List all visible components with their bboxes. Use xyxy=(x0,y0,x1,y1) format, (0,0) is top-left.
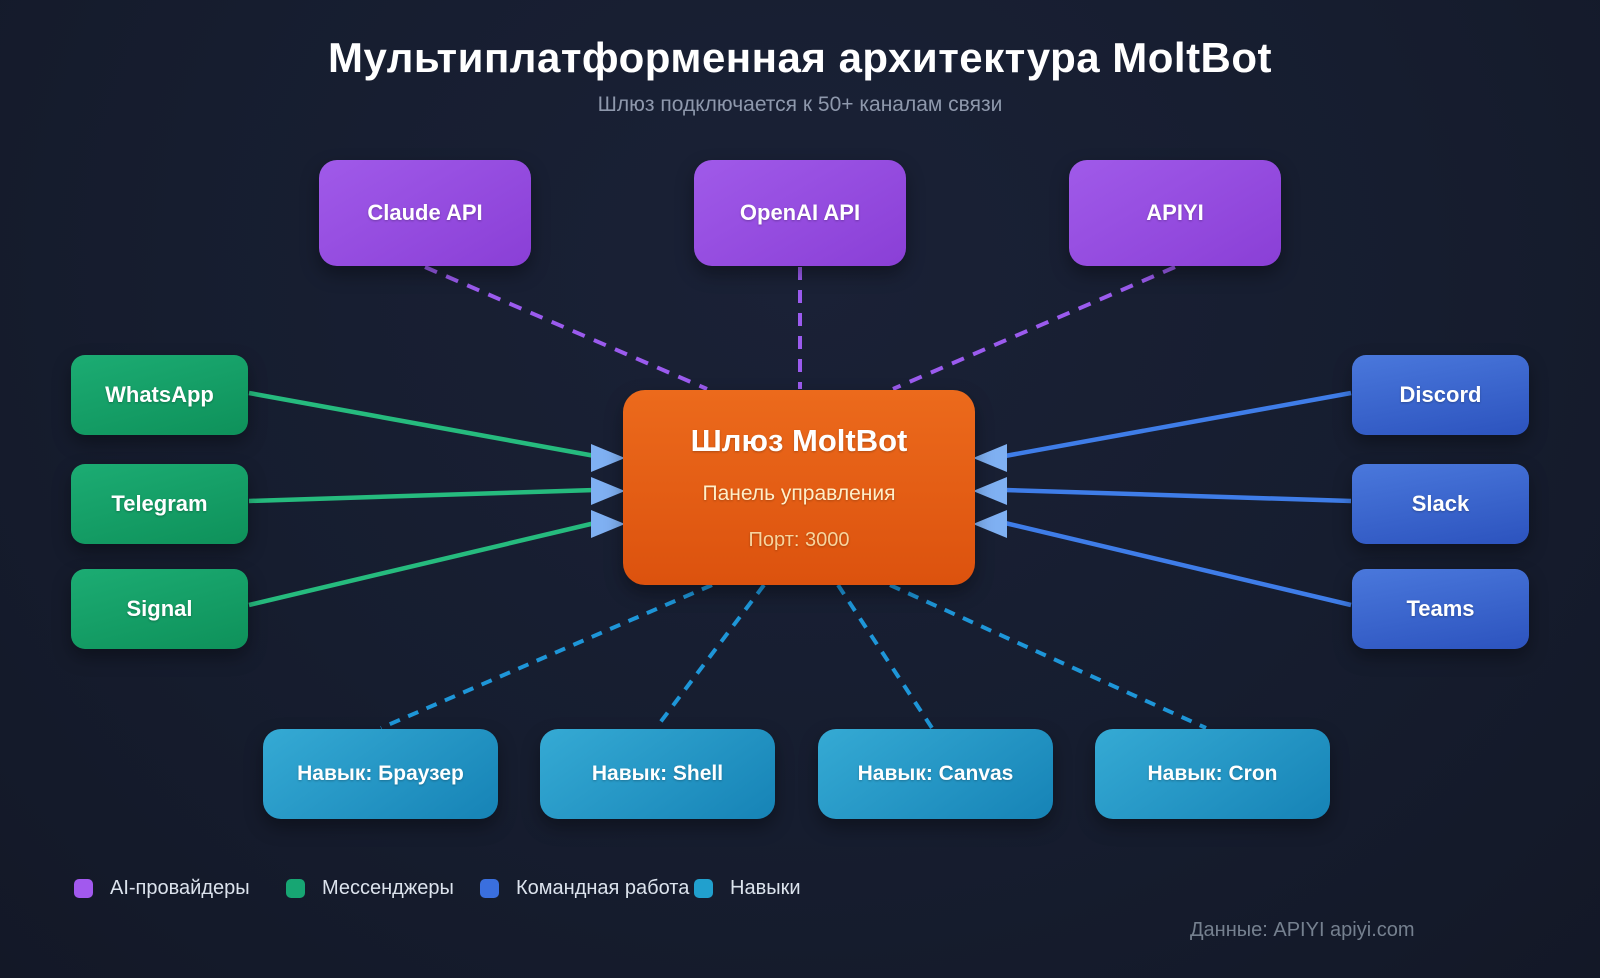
node-apiyi: APIYI xyxy=(1069,160,1281,266)
node-whatsapp: WhatsApp xyxy=(71,355,248,435)
legend-item-ai-providers: AI-провайдеры xyxy=(74,877,250,900)
connector-gateway-skill-shell xyxy=(654,583,766,730)
node-label: Teams xyxy=(1406,596,1475,621)
node-label: Навык: Браузер xyxy=(297,762,464,785)
legend-label: Командная работа xyxy=(516,877,690,899)
node-label: Навык: Canvas xyxy=(857,762,1014,785)
node-signal: Signal xyxy=(71,569,248,649)
connector-teams-gateway xyxy=(1004,520,1352,608)
node-slack: Slack xyxy=(1352,464,1529,544)
connector-claude-gateway xyxy=(424,265,708,391)
arrowhead-signal xyxy=(591,510,625,538)
legend-label: AI-провайдеры xyxy=(110,877,250,899)
attribution-text: Данные: APIYI apiyi.com xyxy=(1190,919,1415,941)
connector-signal-gateway xyxy=(248,520,596,608)
node-skill-shell: Навык: Shell xyxy=(540,729,775,819)
arrowhead-slack xyxy=(973,477,1007,505)
legend-swatch-green xyxy=(286,879,305,898)
node-skill-cron: Навык: Cron xyxy=(1095,729,1330,819)
node-telegram: Telegram xyxy=(71,464,248,544)
node-label: Навык: Cron xyxy=(1147,762,1278,785)
node-claude-api: Claude API xyxy=(319,160,531,266)
node-discord: Discord xyxy=(1352,355,1529,435)
legend-swatch-blue xyxy=(480,879,499,898)
node-label: OpenAI API xyxy=(739,200,861,225)
node-label: Claude API xyxy=(367,200,483,225)
node-label: Telegram xyxy=(111,491,208,516)
node-openai-api: OpenAI API xyxy=(694,160,906,266)
node-label: APIYI xyxy=(1146,200,1204,225)
legend-item-skills: Навыки xyxy=(694,877,801,900)
legend-label: Мессенджеры xyxy=(322,877,454,899)
gateway-port: Порт: 3000 xyxy=(748,529,850,551)
node-skill-browser: Навык: Браузер xyxy=(263,729,498,819)
gateway-title: Шлюз MoltBot xyxy=(690,423,908,458)
node-label: Signal xyxy=(126,596,193,621)
connector-whatsapp-gateway xyxy=(248,390,596,459)
connector-gateway-skill-cron xyxy=(889,583,1207,730)
legend-swatch-cyan xyxy=(694,879,713,898)
connector-discord-gateway xyxy=(1004,390,1352,459)
arrowhead-teams xyxy=(973,510,1007,538)
node-label: Навык: Shell xyxy=(591,762,724,785)
page-title: Мультиплатформенная архитектура MoltBot xyxy=(327,34,1273,81)
node-label: WhatsApp xyxy=(105,382,214,407)
node-teams: Teams xyxy=(1352,569,1529,649)
legend-label: Навыки xyxy=(730,877,801,899)
page-subtitle: Шлюз подключается к 50+ каналам связи xyxy=(597,93,1003,116)
connector-telegram-gateway xyxy=(248,487,596,504)
connector-gateway-skill-browser xyxy=(380,583,713,730)
node-skill-canvas: Навык: Canvas xyxy=(818,729,1053,819)
connector-apiyi-gateway xyxy=(892,265,1176,391)
arrowhead-discord xyxy=(973,444,1007,472)
connector-slack-gateway xyxy=(1004,487,1352,504)
connector-gateway-skill-canvas xyxy=(836,583,934,730)
legend-item-teamwork: Командная работа xyxy=(480,877,689,900)
legend-item-messengers: Мессенджеры xyxy=(286,877,454,900)
arrowhead-whatsapp xyxy=(591,444,625,472)
gateway-subtitle: Панель управления xyxy=(702,482,896,505)
node-label: Slack xyxy=(1411,491,1470,516)
arrowhead-telegram xyxy=(591,477,625,505)
node-label: Discord xyxy=(1399,382,1482,407)
legend-swatch-purple xyxy=(74,879,93,898)
node-gateway: Шлюз MoltBot Панель управления Порт: 300… xyxy=(623,390,975,585)
